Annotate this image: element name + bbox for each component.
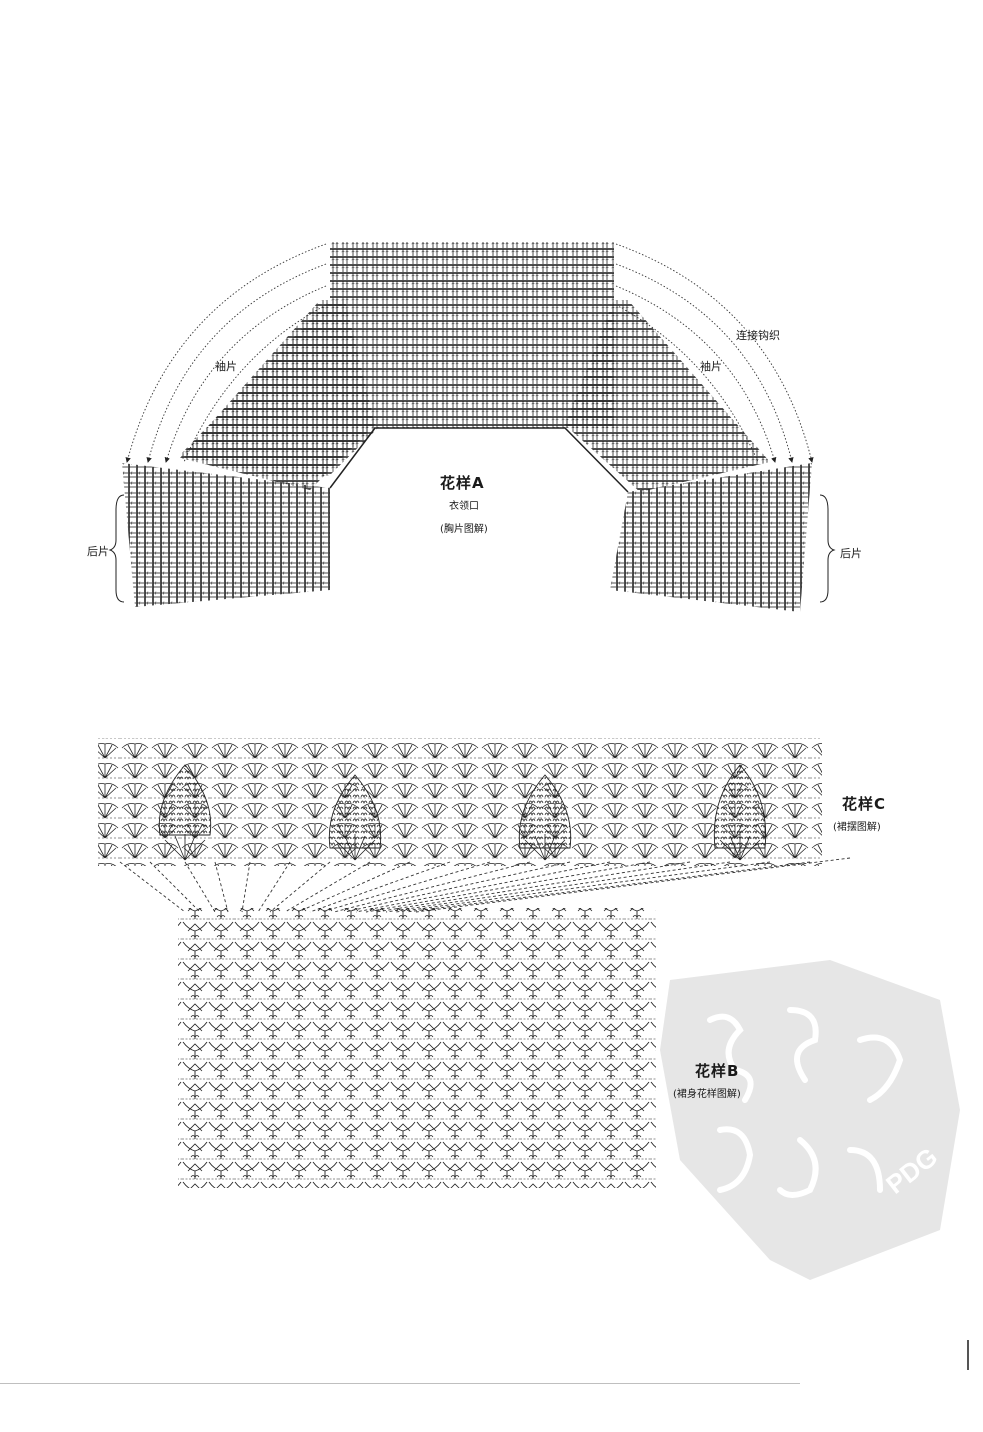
pattern-b-chart (178, 908, 656, 1188)
pattern-b-title: 花样B (695, 1062, 740, 1080)
pattern-a-caption: (胸片图解) (440, 524, 488, 535)
page-corner-mark (967, 1340, 969, 1370)
page-bottom-rule (0, 1383, 800, 1384)
pineapple-motifs (158, 764, 767, 849)
pattern-b-caption: (裙身花样图解) (673, 1089, 741, 1100)
label-sleeve-right: 袖片 (700, 360, 722, 373)
brace-left (108, 494, 125, 603)
center-panel (330, 242, 614, 428)
right-back-panel (610, 463, 812, 612)
hem-fans (164, 834, 761, 861)
label-back-right: 后片 (840, 547, 862, 560)
join-arrows-left (125, 243, 327, 463)
right-sleeve-shape (565, 300, 770, 492)
join-arrows-right (615, 243, 814, 463)
pattern-c-title: 花样C (842, 795, 887, 813)
hem-band (98, 738, 822, 866)
hem-connector-lines (119, 857, 851, 913)
pattern-a-title: 花样A (440, 474, 485, 492)
pattern-c-chart (98, 738, 851, 913)
brace-right (819, 494, 836, 603)
label-sleeve-left: 袖片 (215, 360, 237, 373)
label-back-left: 后片 (87, 545, 109, 558)
neck-opening-outline (329, 427, 629, 493)
pdg-watermark-seal: PDG (660, 960, 960, 1280)
pattern-a-chart (108, 242, 836, 612)
body-grid (178, 908, 656, 1188)
seal-glyphs (707, 1007, 904, 1198)
left-sleeve-shape (180, 300, 375, 490)
pattern-c-caption: (裙摆图解) (833, 822, 881, 833)
pattern-a-subtitle: 衣领口 (449, 501, 479, 512)
left-back-panel (122, 463, 330, 607)
label-join-crochet: 连接钩织 (736, 329, 780, 342)
seal-shape (660, 960, 960, 1280)
